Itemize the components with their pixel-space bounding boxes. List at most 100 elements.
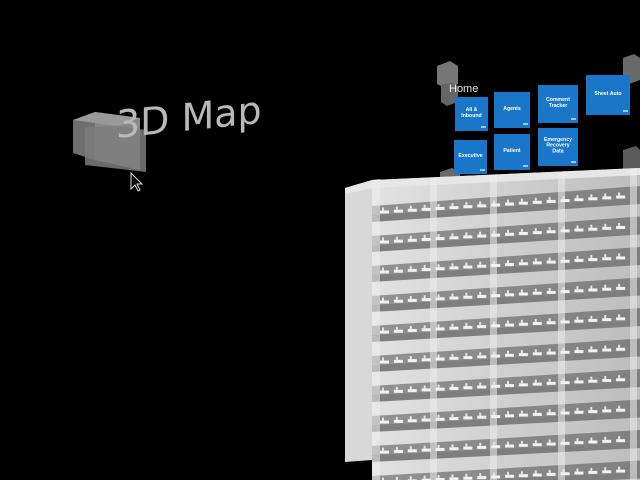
desk-block xyxy=(588,470,598,474)
chair-block xyxy=(437,234,440,238)
chair-block xyxy=(590,285,593,289)
desk-block xyxy=(491,263,501,267)
chair-block xyxy=(423,355,426,359)
desk-block xyxy=(532,443,542,447)
chair-block xyxy=(465,443,468,447)
chair-block xyxy=(479,322,482,326)
chair-block xyxy=(409,295,412,299)
tile-0[interactable]: All &Inbound xyxy=(455,97,488,131)
desk-block xyxy=(380,330,389,334)
desk-block xyxy=(463,386,473,390)
chair-block xyxy=(548,287,551,291)
tile-4[interactable]: Executive xyxy=(454,140,487,174)
desk-block xyxy=(435,447,445,451)
chair-block xyxy=(395,296,398,300)
chair-block xyxy=(437,264,440,268)
desk-block xyxy=(560,350,570,354)
desk-block xyxy=(546,230,556,234)
chair-block xyxy=(395,446,398,450)
desk-block xyxy=(477,445,487,449)
chair-block xyxy=(493,351,496,355)
chair-block xyxy=(618,405,621,409)
desk-block xyxy=(532,412,542,416)
chair-block xyxy=(395,206,398,210)
chair-block xyxy=(493,291,496,295)
chair-block xyxy=(534,379,537,383)
chair-block xyxy=(507,441,509,445)
desk-block xyxy=(518,262,528,266)
chair-block xyxy=(576,316,579,320)
desk-block xyxy=(380,450,389,454)
building-column xyxy=(558,171,565,480)
chair-block xyxy=(520,350,523,354)
chair-block xyxy=(590,346,593,350)
chair-block xyxy=(590,194,593,198)
chair-block xyxy=(618,466,621,470)
chair-block xyxy=(520,410,523,414)
desk-block xyxy=(616,378,626,382)
chair-block xyxy=(465,413,468,417)
desk-block xyxy=(560,199,570,203)
chair-block xyxy=(520,319,523,323)
desk-block xyxy=(602,348,612,352)
desk-block xyxy=(393,269,403,273)
desk-block xyxy=(532,352,542,356)
desk-block xyxy=(546,412,556,416)
chair-block xyxy=(562,469,565,473)
desk-block xyxy=(477,415,487,419)
chair-block xyxy=(548,227,551,231)
chair-block xyxy=(465,292,468,296)
chair-block xyxy=(520,380,523,384)
chair-block xyxy=(423,385,426,389)
desk-block xyxy=(560,259,570,263)
chair-block xyxy=(507,381,509,385)
chair-block xyxy=(520,440,523,444)
desk-block xyxy=(421,268,431,272)
desk-block xyxy=(518,231,528,235)
tile-5[interactable]: Patient xyxy=(494,134,530,170)
chair-block xyxy=(382,387,384,391)
floor-slab xyxy=(372,320,640,342)
chair-block xyxy=(395,386,398,390)
chair-block xyxy=(423,295,426,299)
chair-block xyxy=(437,475,440,479)
chair-block xyxy=(465,262,468,266)
desk-block xyxy=(602,439,612,443)
desk-block xyxy=(449,386,459,390)
title-cube-icon xyxy=(73,112,146,172)
building-3d-model[interactable] xyxy=(345,168,640,480)
chair-block xyxy=(520,289,523,293)
chair-block xyxy=(534,197,537,201)
chair-block xyxy=(618,375,621,379)
chair-block xyxy=(423,265,426,269)
desk-block xyxy=(588,258,598,262)
desk-block xyxy=(616,256,626,260)
desk-block xyxy=(421,207,431,211)
tile-1[interactable]: Agents xyxy=(494,92,530,128)
chair-block xyxy=(451,293,454,297)
desk-block xyxy=(380,270,389,274)
chair-block xyxy=(590,437,593,441)
desk-block xyxy=(407,449,417,453)
chair-block xyxy=(451,383,454,387)
desk-block xyxy=(435,237,445,241)
chair-block xyxy=(548,318,551,322)
desk-block xyxy=(574,471,584,475)
desk-block xyxy=(532,473,542,477)
chair-block xyxy=(562,347,565,351)
desk-block xyxy=(477,476,487,480)
floor-slab xyxy=(479,472,640,480)
chair-block xyxy=(604,315,607,319)
floor-slab xyxy=(372,442,640,462)
desk-block xyxy=(588,197,598,201)
desk-block xyxy=(393,239,403,243)
chair-block xyxy=(437,444,440,448)
desk-block xyxy=(505,232,514,236)
tile-3[interactable]: Sheet Auto xyxy=(586,75,630,115)
chair-block xyxy=(409,476,412,480)
desk-block xyxy=(491,445,501,449)
